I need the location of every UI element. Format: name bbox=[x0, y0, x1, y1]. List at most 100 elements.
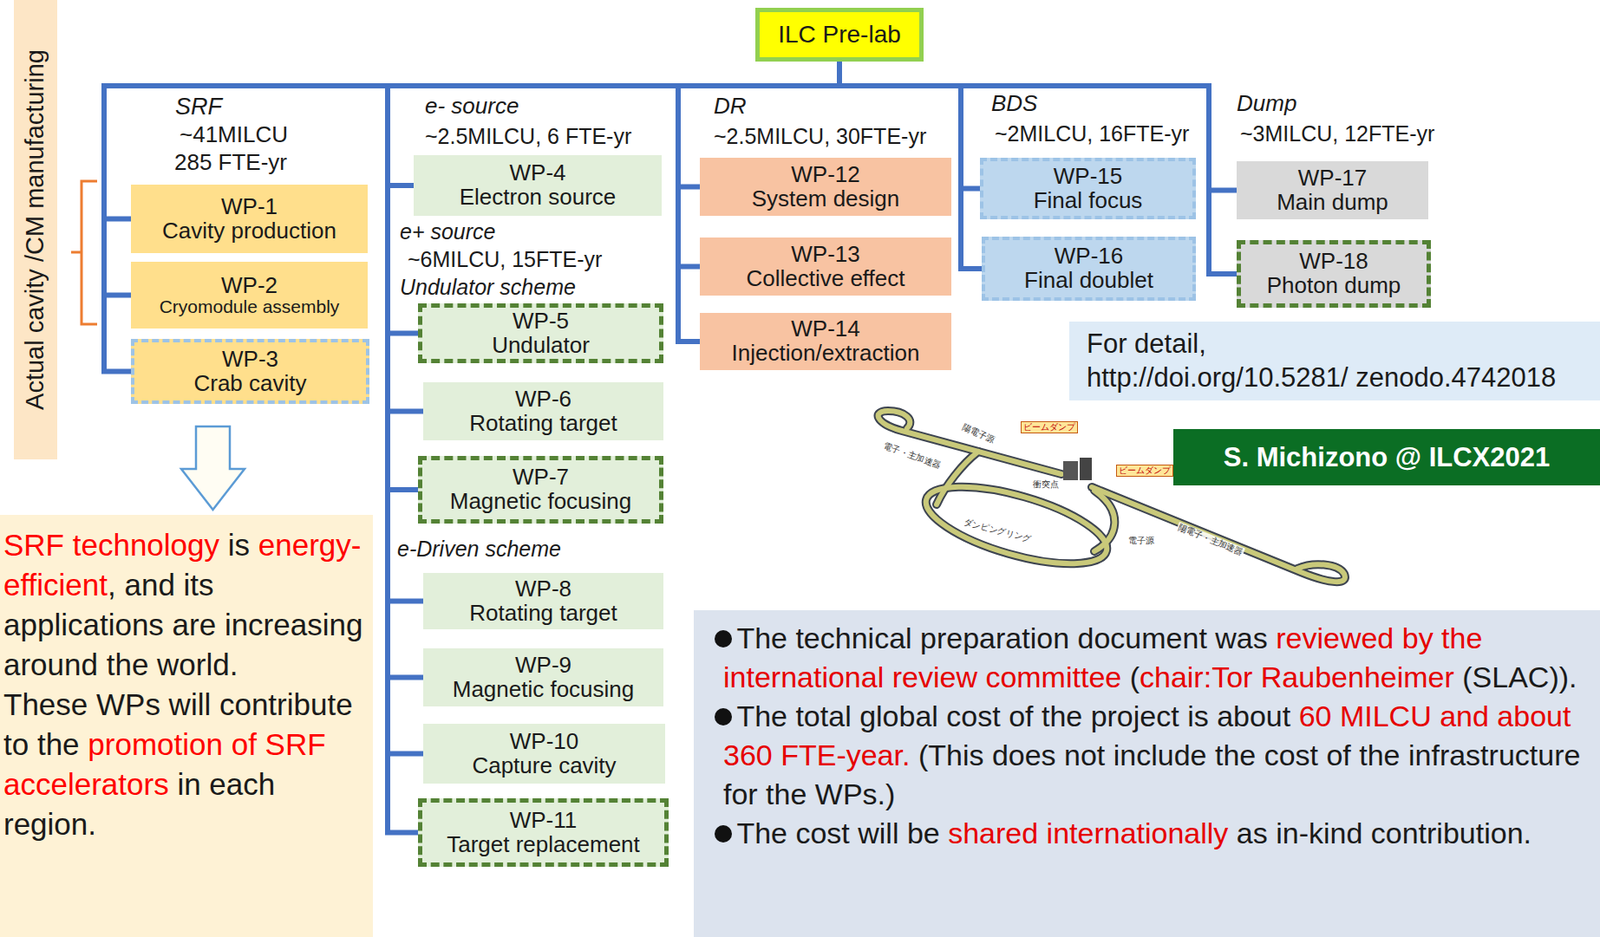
tunnel-outline bbox=[1091, 487, 1346, 582]
cost-note: ~2.5MILCU, 30FTE-yr bbox=[711, 123, 928, 150]
map-label: 衝突点 bbox=[1031, 479, 1060, 490]
main-linac bbox=[878, 411, 1062, 475]
box-text: http://doi.org/10.5281/ zenodo.4742018 bbox=[1086, 361, 1556, 396]
box-text: Rotating target bbox=[469, 601, 618, 627]
box-title: WP-10 bbox=[509, 730, 579, 755]
box-title: For detail, bbox=[1086, 327, 1207, 362]
down-arrow bbox=[181, 426, 245, 510]
transfer-line bbox=[936, 451, 979, 505]
work-package-box: WP-13Collective effect bbox=[699, 237, 952, 296]
work-package-box: WP-14Injection/extraction bbox=[699, 313, 952, 371]
map-label: 陽電子・主加速器 bbox=[1175, 522, 1247, 559]
box-text: Collective effect bbox=[745, 267, 905, 292]
summary-panel: The technical preparation document was r… bbox=[693, 610, 1600, 937]
map-label: 電子源 bbox=[1127, 535, 1156, 547]
work-package-box: WP-12System design bbox=[699, 157, 952, 216]
reference-box: For detail,http://doi.org/10.5281/ zenod… bbox=[1069, 321, 1600, 401]
detector-hall bbox=[1063, 461, 1078, 481]
box-title: WP-5 bbox=[512, 309, 569, 334]
bullet-paragraph: The cost will be shared internationally … bbox=[723, 814, 1592, 854]
work-package-box: WP-10Capture cavity bbox=[423, 724, 666, 784]
box-text: Rotating target bbox=[469, 411, 618, 437]
work-package-box: WP-16Final doublet bbox=[981, 236, 1196, 301]
box-text: Electron source bbox=[459, 185, 617, 210]
body-text: is bbox=[228, 528, 250, 562]
box-text: Target replacement bbox=[446, 833, 640, 858]
box-title: WP-2 bbox=[221, 274, 278, 299]
highlight-text: shared internationally bbox=[947, 816, 1228, 850]
highlight-text: SRF technology bbox=[3, 528, 220, 562]
bracket bbox=[71, 181, 98, 325]
work-package-box: WP-18Photon dump bbox=[1236, 240, 1431, 308]
work-package-box: WP-5Undulator bbox=[417, 303, 664, 364]
cost-note: ~2MILCU, 16FTE-yr bbox=[992, 120, 1191, 147]
scheme-heading: e-Driven scheme bbox=[395, 535, 563, 562]
work-package-box: WP-3Crab cavity bbox=[130, 339, 370, 405]
box-text: Cavity production bbox=[162, 219, 337, 244]
map-tag: ビームダンプ bbox=[1116, 464, 1174, 477]
band-text: Actual cavity /CM manufacturing bbox=[21, 49, 50, 411]
cost-note: ~2.5MILCU, 6 FTE-yr bbox=[423, 123, 634, 150]
bullet-paragraph: The technical preparation document was r… bbox=[723, 619, 1592, 698]
box-text: Magnetic focusing bbox=[450, 489, 633, 515]
main-linac bbox=[1091, 487, 1346, 582]
work-package-box: WP-8Rotating target bbox=[423, 573, 664, 630]
box-text: Magnetic focusing bbox=[452, 678, 635, 703]
box-title: WP-3 bbox=[222, 347, 279, 373]
cost-note: ~3MILCU, 12FTE-yr bbox=[1238, 120, 1437, 147]
work-package-box: WP-4Electron source bbox=[413, 155, 662, 216]
credit-box: S. Michizono @ ILCX2021 bbox=[1173, 429, 1600, 486]
box-title: WP-11 bbox=[509, 809, 578, 834]
group-heading: DR bbox=[711, 92, 749, 119]
group-heading: e+ source bbox=[398, 218, 498, 245]
box-title: WP-6 bbox=[515, 387, 572, 412]
bullet-dot bbox=[714, 630, 732, 648]
work-package-box: WP-11Target replacement bbox=[417, 798, 669, 868]
map-tag: ビームダンプ bbox=[1020, 421, 1078, 434]
bullet-dot bbox=[714, 708, 732, 726]
cost-note: ~41MILCU bbox=[177, 121, 290, 148]
cost-note: ~6MILCU, 15FTE-yr bbox=[405, 246, 604, 273]
box-text: Capture cavity bbox=[471, 754, 616, 779]
bullet-dot bbox=[714, 825, 732, 843]
group-heading: e- source bbox=[423, 92, 521, 119]
detector-hall bbox=[1079, 457, 1092, 481]
box-text: Photon dump bbox=[1266, 274, 1402, 299]
box-text: Crab cavity bbox=[193, 372, 307, 397]
body-text: The total global cost of the project is … bbox=[736, 699, 1291, 733]
work-package-box: WP-9Magnetic focusing bbox=[423, 648, 664, 707]
work-package-box: WP-6Rotating target bbox=[423, 382, 664, 441]
work-package-box: WP-1Cavity production bbox=[130, 184, 368, 254]
box-title: WP-8 bbox=[515, 577, 572, 602]
box-title: WP-18 bbox=[1299, 249, 1368, 275]
highlight-text: chair:Tor Raubenheimer bbox=[1139, 660, 1455, 694]
body-text: ( bbox=[1129, 660, 1140, 694]
box-text: Cryomodule assembly bbox=[159, 297, 340, 317]
box-title: WP-14 bbox=[790, 317, 860, 342]
box-title: WP-12 bbox=[790, 163, 860, 188]
transfer-line bbox=[1094, 490, 1115, 552]
box-title: WP-7 bbox=[512, 465, 569, 490]
box-title: WP-15 bbox=[1053, 164, 1123, 190]
box-title: S. Michizono @ ILCX2021 bbox=[1223, 441, 1550, 474]
box-text: Main dump bbox=[1276, 190, 1389, 216]
root-box: ILC Pre-lab bbox=[755, 7, 924, 62]
box-title: WP-4 bbox=[509, 161, 567, 186]
body-text: as in-kind contribution. bbox=[1236, 816, 1532, 850]
body-text: The technical preparation document was bbox=[736, 621, 1267, 655]
cost-note: 285 FTE-yr bbox=[172, 149, 289, 176]
body-text: The cost will be bbox=[736, 816, 940, 850]
group-heading: BDS bbox=[989, 90, 1039, 117]
bullet-paragraph: The total global cost of the project is … bbox=[723, 697, 1592, 815]
work-package-box: WP-15Final focus bbox=[979, 157, 1196, 220]
box-title: WP-9 bbox=[515, 653, 572, 679]
box-text: Injection/extraction bbox=[731, 341, 921, 366]
box-text: Final focus bbox=[1033, 189, 1143, 214]
box-text: System design bbox=[751, 187, 901, 212]
work-package-box: WP-7Magnetic focusing bbox=[417, 456, 664, 524]
box-title: WP-1 bbox=[221, 195, 278, 220]
transfer-outline bbox=[1094, 490, 1115, 552]
map-label: 陽電子源 bbox=[960, 421, 998, 447]
box-title: WP-17 bbox=[1298, 166, 1367, 191]
